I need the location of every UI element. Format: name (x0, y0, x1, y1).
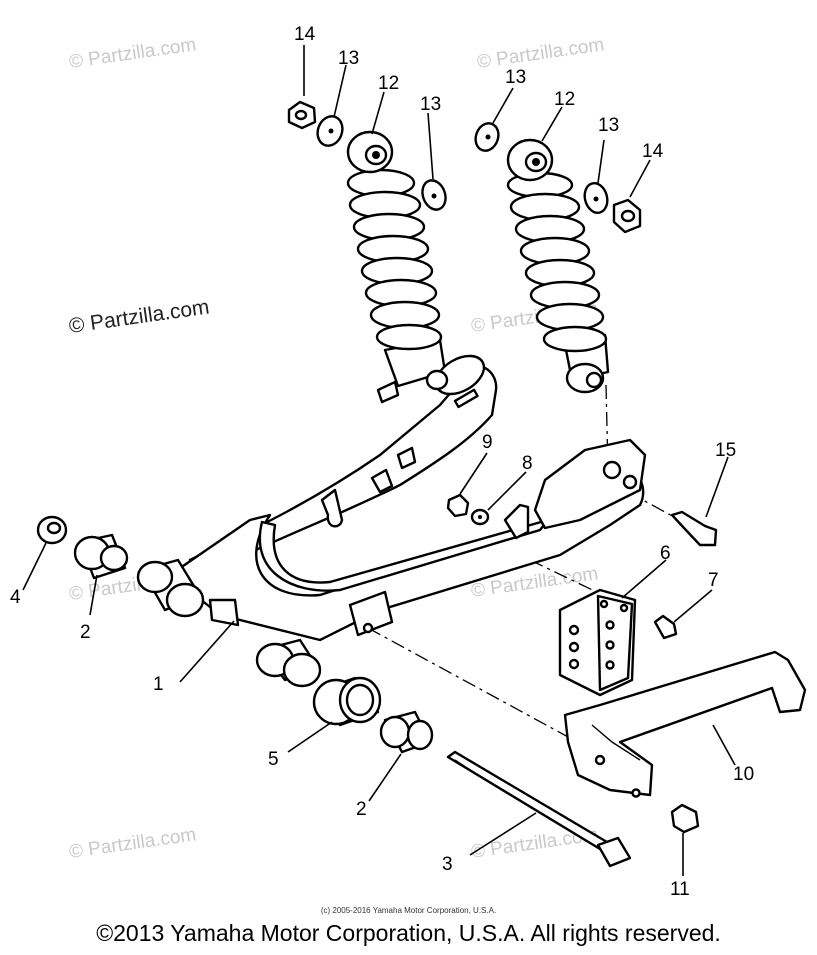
callout-2-upper: 2 (80, 622, 91, 643)
part-10-pedal-arm (563, 650, 807, 798)
right-shock-eye (506, 138, 554, 182)
left-shock-eye (346, 130, 394, 174)
callout-7: 7 (708, 570, 719, 591)
callout-5: 5 (268, 749, 279, 770)
part-14-nut-right (612, 198, 642, 234)
part-13-washer-right-inner (583, 182, 609, 214)
copyright-notice: ©2013 Yamaha Motor Corporation, U.S.A. A… (96, 920, 721, 946)
callout-10: 10 (733, 764, 754, 785)
callout-8: 8 (522, 453, 533, 474)
watermark: © Partzilla.com (68, 824, 198, 863)
callout-2-lower: 2 (356, 799, 367, 820)
part-2-bushing-upper (73, 533, 129, 580)
left-shock-absorber (346, 130, 447, 388)
part-5-bushing (312, 676, 382, 727)
part-7-bolt (653, 614, 678, 640)
watermark: © Partzilla.com (68, 34, 198, 73)
pivot-tubes (136, 558, 322, 688)
callout-labels: 14 13 12 13 13 12 13 14 15 9 8 6 7 10 11… (10, 24, 754, 900)
part-8-washer (470, 508, 490, 526)
right-shock-lower-eye (565, 362, 605, 394)
part-6-bracket (558, 588, 637, 697)
callout-14-left: 14 (294, 24, 316, 45)
part-13-washer-right-outer (474, 122, 500, 152)
left-shock-spring (346, 168, 443, 351)
callout-15: 15 (715, 440, 736, 461)
part-14-nut-left (287, 100, 317, 130)
callout-12-left: 12 (378, 73, 399, 94)
right-shock-spring (506, 171, 608, 353)
callout-13-left-inner: 13 (420, 94, 441, 115)
watermark: © Partzilla.com (476, 34, 606, 73)
callout-13-left-outer: 13 (338, 48, 359, 69)
part-13-washer-left-outer (316, 115, 344, 147)
leader-lines (22, 45, 736, 876)
callout-4: 4 (10, 587, 21, 608)
part-2-bushing-lower (379, 710, 434, 754)
part-13-washer-left-inner (421, 179, 447, 211)
callout-3: 3 (442, 854, 453, 875)
right-shock-absorber (506, 138, 610, 394)
callout-11: 11 (670, 879, 690, 900)
watermark: © Partzilla.com (67, 295, 210, 337)
part-11-bolt (670, 803, 700, 834)
callout-1: 1 (153, 674, 164, 695)
callout-13-right-outer: 13 (505, 67, 526, 88)
callout-6: 6 (660, 543, 671, 564)
callout-12-right: 12 (554, 89, 575, 110)
part-9-nut (446, 493, 470, 518)
swingarm (168, 354, 647, 642)
part-4-cap (36, 515, 68, 545)
callout-13-right-inner: 13 (598, 115, 619, 136)
callout-9: 9 (482, 432, 493, 453)
diagram-credit: (c) 2005-2016 Yamaha Motor Corporation, … (320, 906, 497, 915)
part-3-pivot-shaft (446, 750, 632, 868)
part-15-bolt (670, 510, 718, 547)
callout-14-right: 14 (642, 141, 664, 162)
